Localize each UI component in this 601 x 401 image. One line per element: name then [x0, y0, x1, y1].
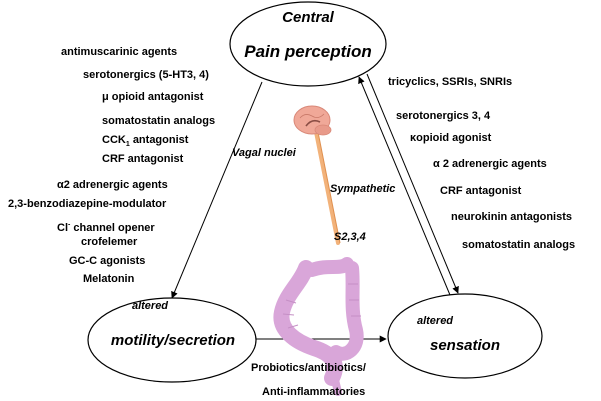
left-drug-cck: CCK1 antagonist [102, 134, 189, 149]
left-drug-alpha2: α2 adrenergic agents [57, 179, 168, 191]
kappa-symbol: κ [410, 132, 417, 144]
left-drug-crofelemer: crofelemer [81, 236, 138, 248]
sensation-node-ellipse [387, 293, 543, 379]
sympathetic-label: Sympathetic [330, 183, 396, 195]
cl-channel-text: channel opener [73, 222, 155, 234]
left-drug-somatostatin: somatostatin analogs [102, 115, 216, 127]
central-to-sensation-arrow [366, 73, 459, 294]
bottom-drug-probiotics: Probiotics/antibiotics/ [251, 362, 366, 374]
left-drug-antimuscarinic: antimuscarinic agents [61, 46, 178, 58]
cl-superscript: - [68, 221, 71, 229]
left-drug-melatonin: Melatonin [83, 273, 135, 285]
motility-qualifier: altered [131, 300, 169, 312]
colon-illustration [273, 257, 364, 396]
cck-text: CCK [102, 134, 126, 146]
right-drug-crf: CRF antagonist [440, 185, 522, 197]
bottom-drug-anti-inflammatories: Anti-inflammatories [262, 386, 366, 398]
central-node-ellipse [229, 1, 387, 87]
right-drug-kappa-opioid: κopioid agonist [410, 132, 491, 145]
cl-text: Cl [57, 222, 68, 234]
right-drug-neurokinin: neurokinin antagonists [451, 211, 573, 223]
left-drug-cl-channel: Cl- channel opener [57, 221, 155, 235]
cck-antagonist-text: antagonist [132, 134, 189, 146]
sacral-label: S2,3,4 [334, 231, 366, 243]
cck-subscript: 1 [125, 141, 130, 149]
left-drug-crf: CRF antagonist [102, 153, 184, 165]
left-drug-mu-opioid: μ opioid antagonist [102, 91, 203, 104]
right-drug-alpha2: α 2 adrenergic agents [433, 158, 547, 170]
spinal-cord-line [314, 130, 340, 245]
motility-label: motility/secretion [110, 332, 236, 349]
vagal-nuclei-label: Vagal nuclei [232, 147, 296, 159]
mu-symbol: μ [102, 91, 109, 103]
left-drug-serotonergics: serotonergics (5-HT3, 4) [83, 69, 209, 81]
right-drug-tricyclics: tricyclics, SSRIs, SNRIs [388, 76, 513, 88]
sensation-label: sensation [429, 337, 501, 354]
brain-illustration [293, 105, 332, 136]
kappa-opioid-text: opioid agonist [416, 132, 492, 144]
central-to-motility-arrow [171, 81, 263, 299]
mu-opioid-text: opioid antagonist [111, 91, 204, 103]
right-drug-serotonergics: serotonergics 3, 4 [396, 110, 491, 122]
left-drug-benzodiazepine: 2,3-benzodiazepine-modulator [8, 198, 167, 210]
sensation-to-central-arrow [358, 76, 451, 296]
central-title: Central [282, 9, 334, 26]
left-drug-gcc: GC-C agonists [69, 255, 146, 267]
central-subtitle: Pain perception [244, 42, 372, 61]
sensation-qualifier: altered [416, 315, 454, 327]
right-drug-somatostatin: somatostatin analogs [462, 239, 576, 251]
